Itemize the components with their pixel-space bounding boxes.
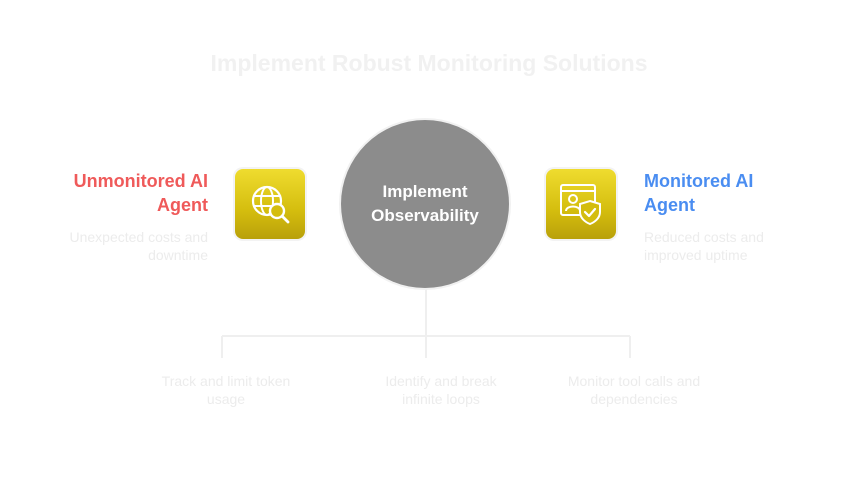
action-track-token-usage: Track and limit token usage [141,372,311,408]
unmonitored-desc-line2: downtime [148,247,208,263]
monitored-desc-line2: improved uptime [644,247,748,263]
action-2-line1: Identify and break [385,373,497,389]
action-3-line2: dependencies [590,391,678,407]
diagram-title: Implement Robust Monitoring Solutions [210,50,648,76]
globe-search-icon [251,185,290,224]
profile-shield-icon-box [546,169,616,239]
action-1-line1: Track and limit token [161,373,291,389]
action-2-line2: infinite loops [402,391,480,407]
monitored-desc-line1: Reduced costs and [644,229,764,245]
globe-search-icon-box [235,169,305,239]
hub-label: Implement Observability [341,180,509,228]
action-3-line1: Monitor tool calls and [567,373,701,389]
monitored-agent-description: Reduced costs and improved uptime [644,228,824,264]
unmonitored-desc-line1: Unexpected costs and [69,229,208,245]
monitored-title-line1: Monitored AI [644,171,754,191]
unmonitored-agent-title: Unmonitored AI Agent [28,169,208,217]
profile-shield-icon [560,184,601,226]
action-monitor-tool-calls: Monitor tool calls and dependencies [549,372,719,408]
action-1-line2: usage [206,391,246,407]
unmonitored-agent-description: Unexpected costs and downtime [28,228,208,264]
monitored-agent-title: Monitored AI Agent [644,169,824,217]
hub-label-line2: Observability [371,206,479,225]
unmonitored-title-line2: Agent [157,195,208,215]
action-break-infinite-loops: Identify and break infinite loops [356,372,526,408]
unmonitored-title-line1: Unmonitored AI [73,171,208,191]
hub-label-line1: Implement [382,182,468,201]
implement-observability-hub [341,120,509,288]
monitored-title-line2: Agent [644,195,695,215]
